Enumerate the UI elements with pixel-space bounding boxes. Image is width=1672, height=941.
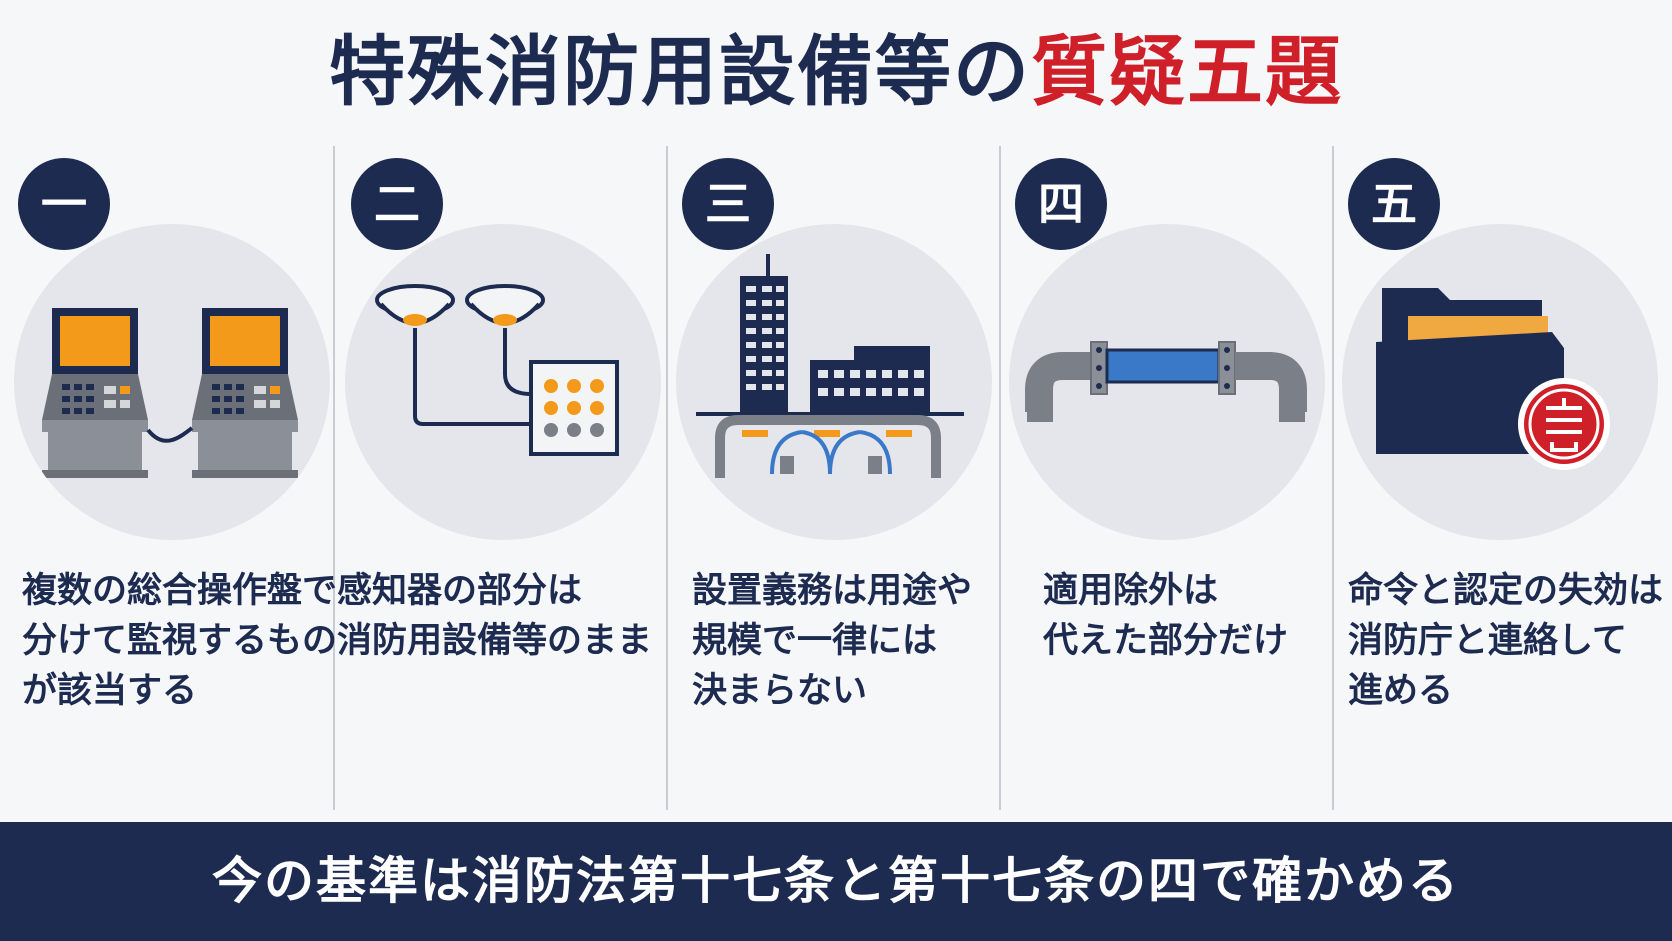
item-number-badge: 五 [1348,158,1440,250]
item-5: 五 命令と認定の失効は 消防庁と連絡して 進める [1332,146,1663,810]
description-line: 規模で一律には [692,621,938,661]
column-divider [999,146,1001,810]
description-line: 感知器の部分は [337,571,583,611]
item-description: 複数の総合操作盤で 分けて監視するもの が該当する [22,566,337,716]
pipe-section-icon [1009,224,1325,540]
description-line: が該当する [22,671,198,711]
item-number-badge: 二 [351,158,443,250]
description-line: 代えた部分だけ [1043,621,1289,661]
smoke-detector-icon [345,224,661,540]
item-2: 二 感知器の部分は 消防用設備等のまま [333,146,663,810]
control-panels-icon [14,224,330,540]
title-accent: 質疑五題 [1031,27,1343,116]
column-divider [333,146,335,810]
description-line: 分けて監視するもの [22,621,338,661]
page-title: 特殊消防用設備等の質疑五題 [0,22,1672,122]
description-line: 命令と認定の失効は [1348,571,1664,611]
item-1: 一 [0,146,337,810]
description-line: 複数の総合操作盤で [22,571,338,611]
description-line: 進める [1348,671,1454,711]
item-number-badge: 四 [1015,158,1107,250]
folder-seal-icon [1342,224,1658,540]
item-description: 感知器の部分は 消防用設備等のまま [337,566,652,666]
item-description: 適用除外は 代えた部分だけ [1043,566,1288,666]
column-divider [1332,146,1334,810]
item-description: 設置義務は用途や 規模で一律には 決まらない [692,566,972,716]
description-line: 消防用設備等のまま [337,621,653,661]
description-line: 決まらない [692,671,868,711]
description-line: 消防庁と連絡して [1348,621,1627,661]
item-description: 命令と認定の失効は 消防庁と連絡して 進める [1348,566,1663,716]
item-number-badge: 一 [18,158,110,250]
title-main: 特殊消防用設備等の [329,27,1031,116]
column-divider [666,146,668,810]
description-line: 適用除外は [1043,571,1219,611]
item-3: 三 [666,146,996,810]
description-line: 設置義務は用途や [692,571,973,611]
item-4: 四 適用除外は 代えた部分だけ [999,146,1329,810]
footer-banner: 今の基準は消防法第十七条と第十七条の四で確かめる [0,822,1672,941]
item-number-badge: 三 [682,158,774,250]
buildings-icon [676,224,992,540]
